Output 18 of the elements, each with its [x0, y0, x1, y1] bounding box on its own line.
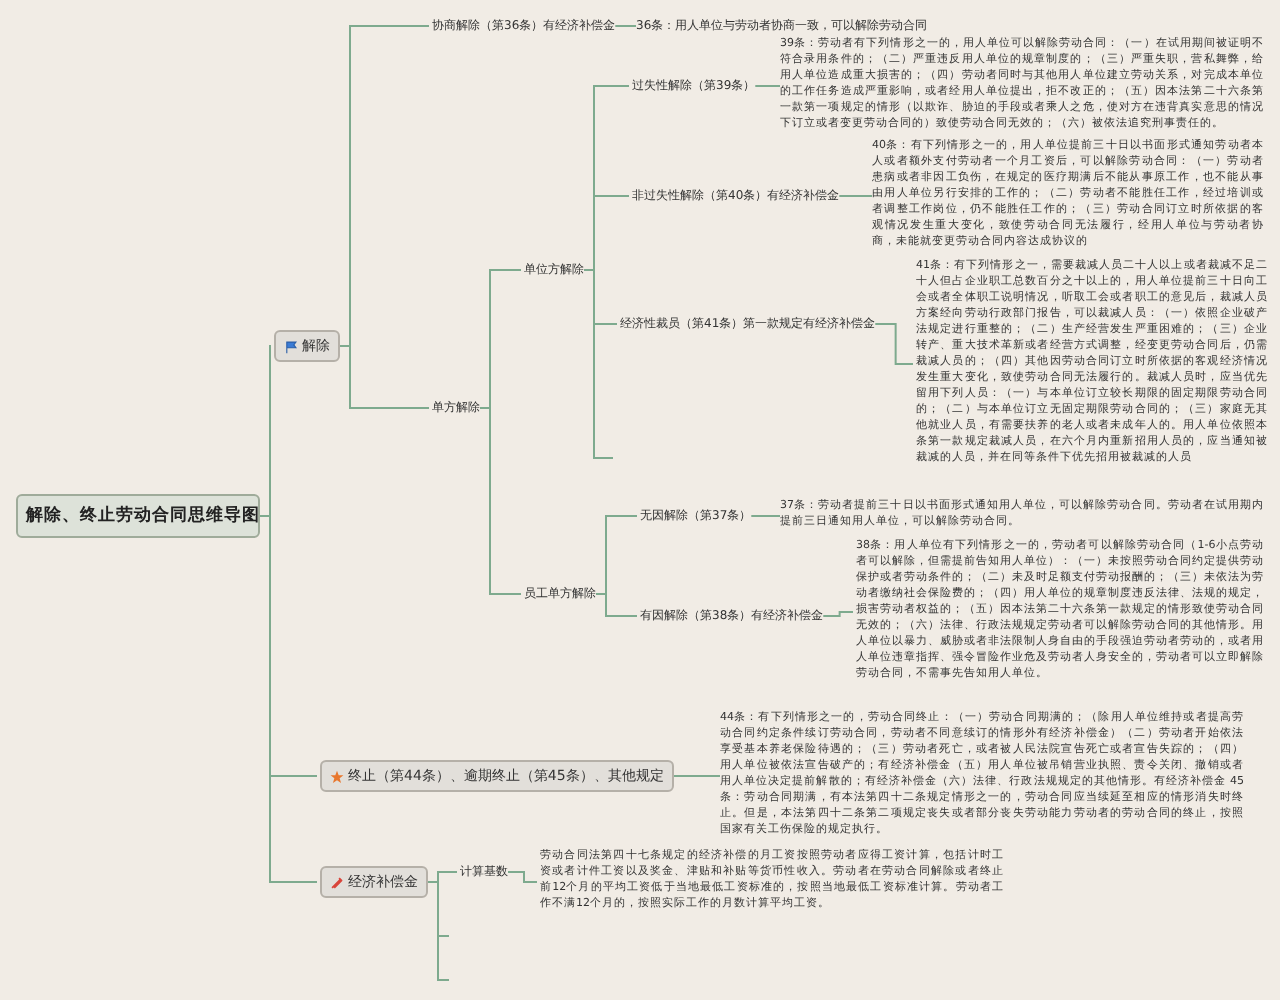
branch-line: [427, 881, 450, 981]
branch-line: [672, 775, 721, 777]
branch-line: [838, 195, 873, 197]
branch-line: [259, 515, 318, 883]
branch-line: [874, 323, 914, 365]
topic-box: [320, 760, 674, 792]
branch-line: [754, 85, 781, 87]
branch-line: [583, 269, 614, 459]
branch-line: [614, 25, 637, 27]
branch-line: [750, 515, 781, 517]
branch-line: [595, 593, 638, 617]
branch-line: [507, 871, 538, 883]
branch-line: [479, 407, 522, 595]
topic-box: [320, 866, 428, 898]
branch-line: [339, 345, 430, 409]
branch-line: [822, 611, 854, 617]
topic-box: [274, 330, 340, 362]
title-box: 解除、终止劳动合同思维导图: [16, 494, 260, 538]
